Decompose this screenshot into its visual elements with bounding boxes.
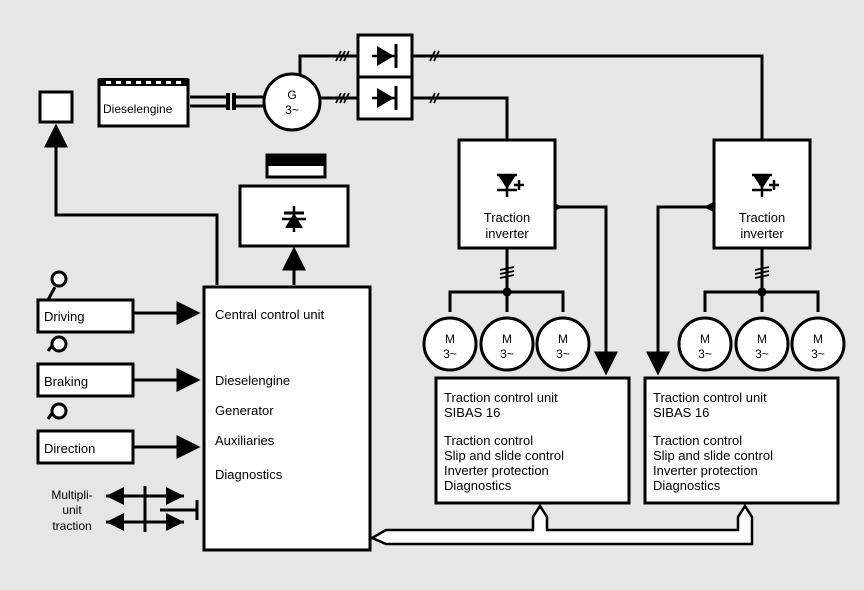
- rectifier-lower: [356, 75, 414, 121]
- tcu-1-model: SIBAS 16: [444, 405, 500, 420]
- arrow-ccu-to-indicator: [44, 123, 219, 285]
- generator: G 3~: [262, 72, 322, 132]
- central-control-unit: Central control unit Dieselengine Genera…: [202, 285, 372, 552]
- ccu-function-auxiliaries: Auxiliaries: [215, 433, 275, 448]
- motor-1-3-phase: 3~: [556, 347, 570, 361]
- traction-control-unit-1: Traction control unit SIBAS 16 Traction …: [434, 376, 631, 505]
- coupling-left: [226, 93, 230, 110]
- auxiliary-converter: [238, 153, 350, 248]
- mu-label-line1: Multipli-: [51, 488, 92, 502]
- engine-cooling-fins: [106, 81, 181, 84]
- motor-2-1-symbol: M: [700, 332, 710, 346]
- ccu-function-generator: Generator: [215, 403, 274, 418]
- inverter-1-label-line2: inverter: [485, 226, 529, 241]
- motor-1-2: M 3~: [479, 316, 535, 372]
- generator-shaft: [236, 95, 264, 108]
- tcu-1-title: Traction control unit: [444, 390, 558, 405]
- tcu-1-function-protection: Inverter protection: [444, 463, 549, 478]
- input-direction: Direction: [36, 402, 135, 465]
- motor-1-3: M 3~: [535, 316, 591, 372]
- inverter-1-label-line1: Traction: [484, 210, 530, 225]
- indicator-box: [38, 90, 74, 124]
- diesel-engine: Dieselengine: [97, 78, 190, 128]
- motor-1-2-symbol: M: [502, 332, 512, 346]
- mu-label-line3: traction: [52, 519, 91, 533]
- diesel-engine-label: Dieselengine: [103, 102, 173, 116]
- wire-gen-upper: [298, 54, 358, 78]
- tcu-2-model: SIBAS 16: [653, 405, 709, 420]
- wire-rect-inverter-1: [412, 96, 509, 140]
- mu-label-line2: unit: [62, 503, 82, 517]
- motor-2-3-symbol: M: [813, 332, 823, 346]
- arrow-inverter1-tcu1: [538, 195, 618, 376]
- driving-pedal-icon: [50, 270, 68, 288]
- tcu-2-function-slip: Slip and slide control: [653, 448, 773, 463]
- input-braking: Braking: [36, 335, 135, 398]
- input-driving-label: Driving: [44, 309, 84, 324]
- input-driving: Driving: [36, 270, 135, 334]
- motor-1-1-symbol: M: [445, 332, 455, 346]
- motor-2-2: M 3~: [734, 316, 790, 372]
- tcu-1-function-slip: Slip and slide control: [444, 448, 564, 463]
- motor-2-1: M 3~: [677, 316, 733, 372]
- control-arrows: [44, 123, 728, 459]
- inverter-2-label-line2: inverter: [740, 226, 784, 241]
- generator-symbol: G: [287, 88, 296, 102]
- motor-1-1: M 3~: [422, 316, 478, 372]
- wire-rect-inverter-2: [412, 54, 764, 140]
- ccu-title: Central control unit: [215, 307, 324, 322]
- traction-inverter-1: Traction inverter: [457, 138, 557, 250]
- engine-shaft: [190, 95, 228, 108]
- traction-inverter-2: Traction inverter: [712, 138, 812, 250]
- coupling-right: [232, 93, 236, 110]
- inverter-2-label-line1: Traction: [739, 210, 785, 225]
- motor-2-1-phase: 3~: [698, 347, 712, 361]
- tcu-2-function-protection: Inverter protection: [653, 463, 758, 478]
- generator-phase: 3~: [285, 103, 299, 117]
- arrow-inverter2-tcu2: [646, 195, 728, 376]
- tcu-2-title: Traction control unit: [653, 390, 767, 405]
- motor-1-2-phase: 3~: [500, 347, 514, 361]
- motor-2-3-phase: 3~: [811, 347, 825, 361]
- multiphase-marks: [335, 50, 770, 279]
- braking-pedal-icon: [50, 335, 68, 353]
- ccu-function-diagnostics: Diagnostics: [215, 467, 283, 482]
- tcu-2-function-traction: Traction control: [653, 433, 742, 448]
- motor-2-3: M 3~: [790, 316, 846, 372]
- multiple-unit-traction: Multipli- unit traction: [51, 486, 199, 533]
- junction-dot-1: [502, 287, 512, 297]
- motor-1-3-symbol: M: [558, 332, 568, 346]
- tcu-1-function-traction: Traction control: [444, 433, 533, 448]
- ccu-function-dieselengine: Dieselengine: [215, 373, 290, 388]
- motor-1-1-phase: 3~: [443, 347, 457, 361]
- input-braking-label: Braking: [44, 374, 88, 389]
- junction-dot-2: [757, 287, 767, 297]
- direction-pedal-icon: [50, 402, 68, 420]
- input-direction-label: Direction: [44, 441, 95, 456]
- tcu-1-function-diagnostics: Diagnostics: [444, 478, 512, 493]
- tcu-2-function-diagnostics: Diagnostics: [653, 478, 721, 493]
- motor-2-2-phase: 3~: [755, 347, 769, 361]
- motor-2-2-symbol: M: [757, 332, 767, 346]
- data-bus-arrow: [369, 503, 754, 546]
- traction-control-unit-2: Traction control unit SIBAS 16 Traction …: [643, 376, 840, 505]
- rectifier-upper: [356, 33, 414, 79]
